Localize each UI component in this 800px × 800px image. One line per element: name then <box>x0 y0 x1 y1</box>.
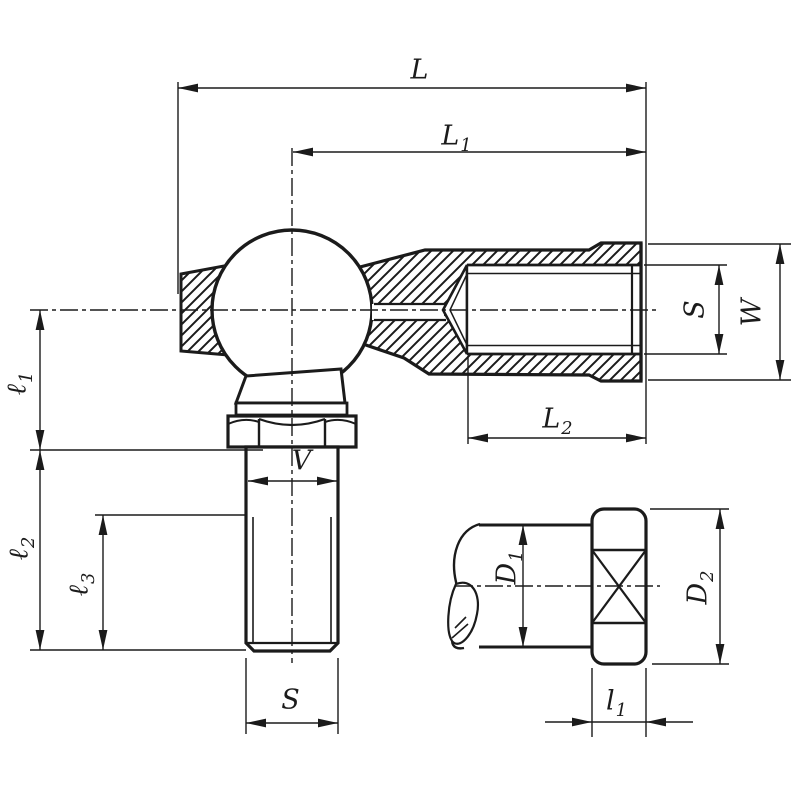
dim-label-L1: L1 <box>441 120 473 156</box>
dim-label-ell2: ℓ2 <box>3 535 39 561</box>
dim-label-V: V <box>291 445 313 477</box>
dim-label-S-thread: S <box>679 299 711 319</box>
dim-label-D1: D1 <box>491 549 527 585</box>
boot-taper <box>233 367 347 405</box>
extension-lines <box>30 82 791 737</box>
dimensions <box>30 82 791 737</box>
dim-label-L2: L2 <box>542 403 574 439</box>
dim-label-L: L <box>410 54 430 86</box>
side-view <box>447 507 660 666</box>
dim-label-W: W <box>736 297 768 327</box>
main-view <box>30 148 658 663</box>
dim-label-ell1: ℓ1 <box>1 370 37 396</box>
arrowheads <box>35 83 785 728</box>
lube-notch <box>372 302 446 322</box>
dim-label-D2: D2 <box>682 569 718 605</box>
rod-outline <box>479 523 592 649</box>
rod-break-symbol <box>447 522 481 650</box>
dim-label-S-stud: S <box>281 684 301 716</box>
dim-label-ell3: ℓ3 <box>63 571 99 597</box>
dim-label-l1: l1 <box>606 685 628 721</box>
